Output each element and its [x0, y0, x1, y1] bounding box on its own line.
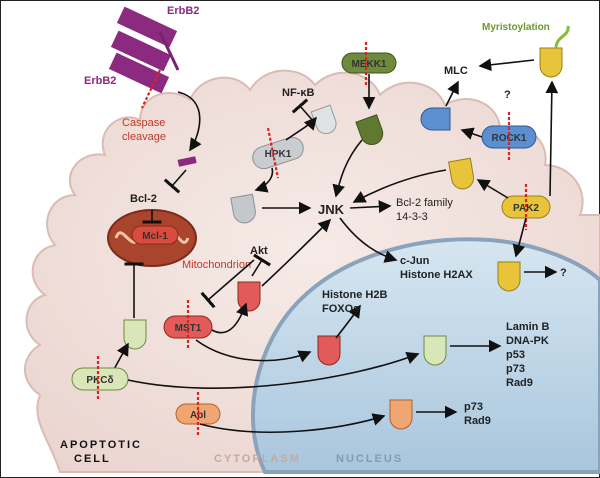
- bcl-family-line1: Bcl-2 family: [396, 197, 453, 209]
- pak2-fragment-top: [448, 157, 475, 190]
- apoptotic-cell-label-line2: CELL: [74, 453, 111, 465]
- akt-label: Akt: [250, 245, 268, 257]
- nfkb-label: NF-κB: [282, 87, 314, 99]
- rock1-to-fragment: [460, 127, 483, 140]
- pak2-to-frag-top: [476, 179, 509, 199]
- pak2-frag-to-jnk: [352, 169, 447, 203]
- myristoyl-tail: [554, 25, 570, 49]
- fragment-inhibits-bcl2: [163, 169, 187, 194]
- mst1-to-nuclear-fragment: [195, 339, 312, 363]
- mlc-question-mark: ?: [504, 89, 511, 101]
- hpk1-node: [252, 136, 304, 170]
- nuclear-target-lamin-b: Lamin B: [506, 321, 549, 333]
- pkcd-fragment-cyto: [123, 319, 147, 350]
- histone-line2: FOXOs: [322, 303, 359, 315]
- jnk-label: JNK: [318, 202, 345, 217]
- abl-nuclear-fragment: [389, 399, 413, 430]
- mst1-label: MST1: [175, 323, 202, 334]
- pkcd-label: PKCδ: [86, 375, 113, 386]
- pak2-fragment-bottom: [497, 261, 521, 292]
- pkcd-node: [71, 367, 129, 391]
- erbb2-label-left: ErbB2: [84, 75, 116, 87]
- abl-to-nuclear-fragment: [199, 413, 386, 433]
- erbb2-to-fragment-arrow: [177, 91, 202, 152]
- caspase-label-line2: cleavage: [122, 131, 166, 143]
- mekk1-node: [341, 52, 397, 74]
- abl-label: Abl: [190, 410, 206, 421]
- mitochondrion-label: Mitochondrion: [182, 259, 251, 271]
- pak2-myristoylated-fragment: [539, 47, 563, 78]
- hpk1-cleavage-mark: [266, 127, 280, 179]
- abl-target-rad9: Rad9: [464, 415, 491, 427]
- pak2-to-frag-bottom: [512, 217, 527, 258]
- hpk1-label: HPK1: [265, 149, 292, 160]
- abl-target-p73: p73: [464, 401, 483, 413]
- bcl2-label: Bcl-2: [130, 193, 157, 205]
- histone-line1: Histone H2B: [322, 289, 387, 301]
- nuclear-target-p73: p73: [506, 363, 525, 375]
- mekk1-frag-to-jnk: [332, 139, 363, 198]
- cjun-line1: c-Jun: [400, 255, 430, 267]
- nuclear-target-rad9: Rad9: [506, 377, 533, 389]
- hpk1-to-fragment2: [254, 167, 274, 193]
- akt-frag-inhibits-akt: [251, 253, 271, 277]
- pak2-label: PAK2: [513, 203, 539, 214]
- mlc-label: MLC: [444, 65, 468, 77]
- pak2-to-myristoylated: [545, 80, 559, 197]
- jnk-to-bcl-family: [349, 200, 392, 213]
- mst1-frag-to-histone: [335, 304, 361, 339]
- akt-fragment: [237, 281, 261, 312]
- pak2-question-mark: ?: [560, 267, 567, 279]
- caspase-label-line1: Caspase: [122, 117, 165, 129]
- erbb2-receptor: [108, 6, 180, 94]
- rock1-fragment: [420, 107, 451, 131]
- erbb2-label-top: ErbB2: [167, 5, 199, 17]
- hpk1-fragment-2: [230, 193, 256, 224]
- mst1-nuclear-fragment: [317, 335, 341, 366]
- apoptotic-cell-label-line1: APOPTOTIC: [60, 439, 142, 451]
- mekk1-label: MEKK1: [351, 59, 386, 70]
- nucleus-label: NUCLEUS: [336, 453, 403, 465]
- nuclear-target-p53: p53: [506, 349, 525, 361]
- akt-frag-to-jnk: [261, 218, 332, 287]
- hpk1-fragment: [310, 104, 337, 135]
- pak2-frag-to-mlc: [478, 58, 535, 72]
- nuclear-targets: Lamin B DNA-PK p53 p73 Rad9: [506, 321, 549, 389]
- jnk-to-cjun: [339, 217, 398, 263]
- pkcd-nuclear-fragment: [423, 335, 447, 366]
- erbb2-fragment: [177, 156, 197, 167]
- mcl1-node: [131, 225, 179, 245]
- cjun-line2: Histone H2AX: [400, 269, 473, 281]
- hpk1-to-fragment1: [285, 116, 318, 141]
- akt-inhibits-mst1: [200, 259, 255, 309]
- mst1-to-akt-fragment: [211, 302, 249, 334]
- cytoplasm-label: CYTOPLASM: [214, 453, 301, 465]
- bcl-family-line2: 14-3-3: [396, 211, 428, 223]
- mekk1-fragment: [355, 114, 384, 146]
- rock1-frag-to-mlc: [445, 80, 459, 107]
- nuclear-target-dna-pk: DNA-PK: [506, 335, 549, 347]
- mcl1-label: Mcl-1: [142, 231, 168, 242]
- pkcd-to-nuclear-fragment: [127, 352, 420, 389]
- myristoylation-label: Myristoylation: [482, 22, 550, 33]
- erbb2-cleavage-mark: [141, 69, 161, 109]
